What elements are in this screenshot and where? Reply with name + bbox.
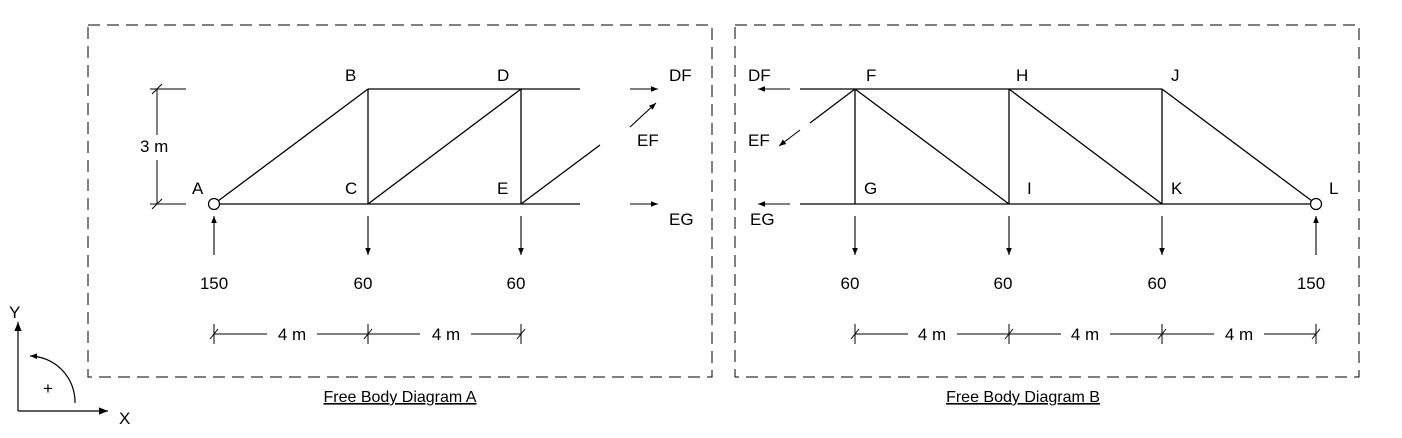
force-label-df-b: DF bbox=[748, 66, 771, 85]
cut-force-arrows-b bbox=[758, 86, 801, 207]
joint-label-i: I bbox=[1027, 179, 1032, 198]
span-label-b2: 4 m bbox=[1071, 325, 1099, 344]
joint-label-d: D bbox=[497, 66, 509, 85]
load-arrows-b bbox=[852, 216, 1319, 255]
joint-label-e: E bbox=[497, 179, 508, 198]
cut-force-arrows-a bbox=[629, 86, 658, 207]
rotation-arrow bbox=[29, 353, 76, 404]
load-label-i: 60 bbox=[994, 274, 1013, 293]
member-f-diag-cut bbox=[809, 88, 856, 124]
joint-label-j: J bbox=[1171, 66, 1180, 85]
free-body-diagram-b bbox=[734, 24, 1360, 378]
coordinate-axes bbox=[14, 322, 108, 415]
joint-label-f: F bbox=[866, 66, 876, 85]
caption-b: Free Body Diagram B bbox=[946, 389, 1100, 406]
truss-b-members bbox=[800, 88, 1317, 205]
y-axis-label: Y bbox=[9, 303, 20, 322]
span-label-b1: 4 m bbox=[918, 325, 946, 344]
force-ef-arrow-b bbox=[778, 129, 801, 147]
span-label-a2: 4 m bbox=[432, 325, 460, 344]
joint-label-a: A bbox=[192, 179, 204, 198]
member-fi bbox=[854, 88, 1010, 205]
joint-label-k: K bbox=[1171, 179, 1183, 198]
member-hk bbox=[1008, 88, 1163, 205]
span-label-b3: 4 m bbox=[1225, 325, 1253, 344]
force-label-ef-b: EF bbox=[748, 131, 770, 150]
force-label-eg-a: EG bbox=[669, 210, 694, 229]
joint-label-c: C bbox=[345, 179, 357, 198]
x-axis-label: X bbox=[119, 409, 130, 428]
support-pin-a bbox=[207, 197, 221, 211]
fbd-a-border bbox=[87, 24, 713, 378]
member-jl bbox=[1161, 88, 1317, 205]
span-dimension-b bbox=[850, 324, 1321, 344]
span-dimension-a bbox=[209, 324, 526, 344]
caption-a: Free Body Diagram A bbox=[324, 389, 477, 406]
span-label-a1: 4 m bbox=[278, 325, 306, 344]
member-cd bbox=[367, 88, 522, 205]
positive-moment-sign: + bbox=[43, 379, 53, 398]
joint-label-l: L bbox=[1329, 179, 1338, 198]
member-ab bbox=[213, 88, 369, 205]
fbd-b-border bbox=[734, 24, 1360, 378]
truss-a-members bbox=[213, 88, 601, 205]
height-dimension-a bbox=[150, 83, 186, 210]
free-body-diagram-a bbox=[87, 24, 713, 378]
load-label-c: 60 bbox=[354, 274, 373, 293]
load-label-l: 150 bbox=[1297, 274, 1325, 293]
load-label-a: 150 bbox=[200, 274, 228, 293]
joint-label-g: G bbox=[864, 179, 877, 198]
load-label-g: 60 bbox=[841, 274, 860, 293]
force-ef-arrow-a bbox=[629, 102, 657, 128]
load-label-k: 60 bbox=[1148, 274, 1167, 293]
member-e-diag-cut bbox=[520, 144, 601, 205]
support-roller-l bbox=[1309, 197, 1323, 211]
load-label-e: 60 bbox=[507, 274, 526, 293]
height-dimension-label: 3 m bbox=[140, 137, 168, 156]
fbd-a-labels: A B C D E DF EF EG 150 60 60 3 m 4 m 4 m… bbox=[140, 66, 694, 406]
joint-label-b: B bbox=[345, 66, 356, 85]
joint-label-h: H bbox=[1016, 66, 1028, 85]
force-label-df-a: DF bbox=[669, 66, 692, 85]
load-arrows-a bbox=[211, 216, 524, 255]
fbd-b-labels: F G H I J K L DF EF EG 60 60 60 150 4 m … bbox=[748, 66, 1338, 406]
force-label-ef-a: EF bbox=[637, 131, 659, 150]
force-label-eg-b: EG bbox=[750, 210, 775, 229]
